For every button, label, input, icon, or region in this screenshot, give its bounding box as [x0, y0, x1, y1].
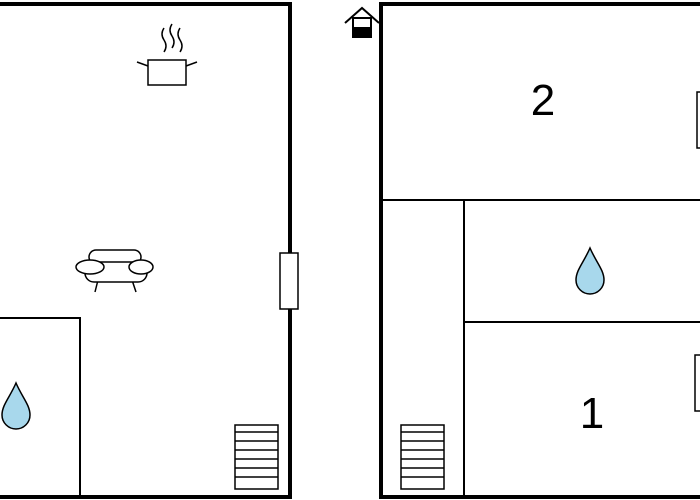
house-entrance-icon	[344, 6, 380, 38]
window-icon	[696, 91, 700, 149]
left-unit	[0, 2, 299, 499]
water-drop-icon	[575, 246, 605, 295]
water-drop-icon	[1, 381, 31, 430]
right-unit: 2 1	[379, 2, 700, 499]
window-icon	[279, 252, 299, 310]
left-bathroom-wall	[0, 317, 81, 497]
stairs-icon	[400, 424, 445, 490]
cooking-pot-icon	[136, 23, 198, 86]
room-2-label: 2	[531, 76, 555, 125]
armchair-icon	[75, 249, 154, 293]
stairs-icon	[234, 424, 279, 490]
right-unit-outer-wall	[379, 2, 700, 499]
room-1-label: 1	[580, 389, 604, 438]
window-icon	[694, 354, 700, 412]
left-unit-outer-wall	[0, 2, 292, 499]
